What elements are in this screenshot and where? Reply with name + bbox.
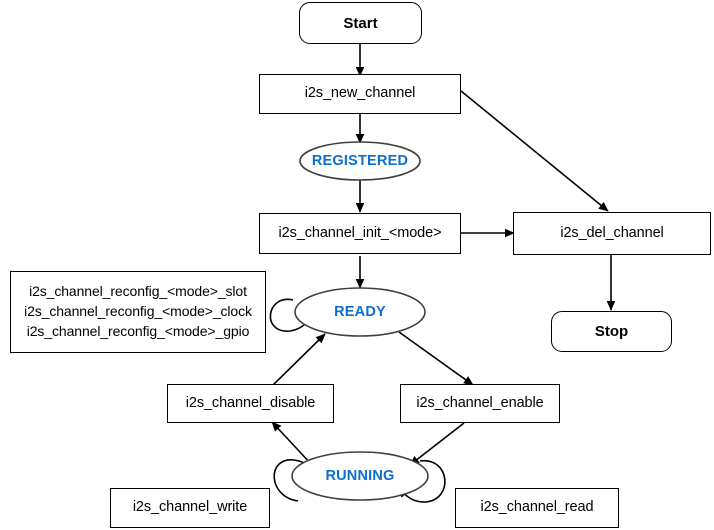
node-i2s-channel-read-label: i2s_channel_read: [480, 499, 594, 516]
node-i2s-new-channel[interactable]: i2s_new_channel: [259, 74, 461, 114]
state-registered-label: REGISTERED: [311, 153, 409, 169]
node-i2s-channel-read[interactable]: i2s_channel_read: [455, 488, 619, 528]
state-registered[interactable]: REGISTERED: [300, 150, 420, 172]
edge-channel-disable-to-ready: [271, 333, 326, 387]
edge-running-self-loop-right: [398, 460, 446, 503]
node-i2s-channel-disable-label: i2s_channel_disable: [185, 394, 316, 411]
node-i2s-channel-init[interactable]: i2s_channel_init_<mode>: [259, 213, 461, 254]
state-ready-label: READY: [334, 304, 386, 320]
node-stop-label: Stop: [594, 323, 629, 340]
node-i2s-del-channel-label: i2s_del_channel: [560, 224, 664, 241]
node-start-label: Start: [343, 14, 378, 32]
node-i2s-channel-reconfig[interactable]: i2s_channel_reconfig_<mode>_slot i2s_cha…: [10, 271, 266, 353]
edge-channel-enable-to-running: [409, 422, 465, 466]
node-start[interactable]: Start: [299, 2, 422, 44]
node-i2s-del-channel[interactable]: i2s_del_channel: [513, 212, 711, 255]
edge-ready-self-loop: [269, 298, 319, 332]
node-i2s-channel-enable-label: i2s_channel_enable: [416, 394, 544, 411]
edge-running-to-channel-disable: [271, 421, 313, 466]
state-ellipse-ready: [294, 287, 426, 337]
reconfig-line-slot: i2s_channel_reconfig_<mode>_slot: [29, 283, 247, 300]
node-i2s-new-channel-label: i2s_new_channel: [304, 85, 416, 102]
state-ellipse-running: [291, 451, 429, 501]
node-i2s-channel-write-label: i2s_channel_write: [132, 499, 248, 516]
edge-new-channel-to-del-channel: [460, 90, 609, 212]
node-i2s-channel-init-label: i2s_channel_init_<mode>: [278, 224, 442, 241]
edge-running-self-loop-left: [273, 459, 322, 502]
node-stop[interactable]: Stop: [551, 311, 672, 352]
node-i2s-channel-enable[interactable]: i2s_channel_enable: [400, 384, 560, 423]
state-running-label: RUNNING: [325, 468, 395, 484]
state-running[interactable]: RUNNING: [297, 465, 423, 487]
reconfig-line-gpio: i2s_channel_reconfig_<mode>_gpio: [26, 322, 250, 339]
node-i2s-channel-write[interactable]: i2s_channel_write: [110, 488, 270, 528]
node-i2s-channel-disable[interactable]: i2s_channel_disable: [167, 384, 334, 423]
edge-ready-to-channel-enable: [398, 331, 474, 386]
reconfig-line-clock: i2s_channel_reconfig_<mode>_clock: [24, 303, 252, 320]
state-ellipse-registered: [299, 141, 421, 181]
state-ready[interactable]: READY: [300, 301, 420, 323]
